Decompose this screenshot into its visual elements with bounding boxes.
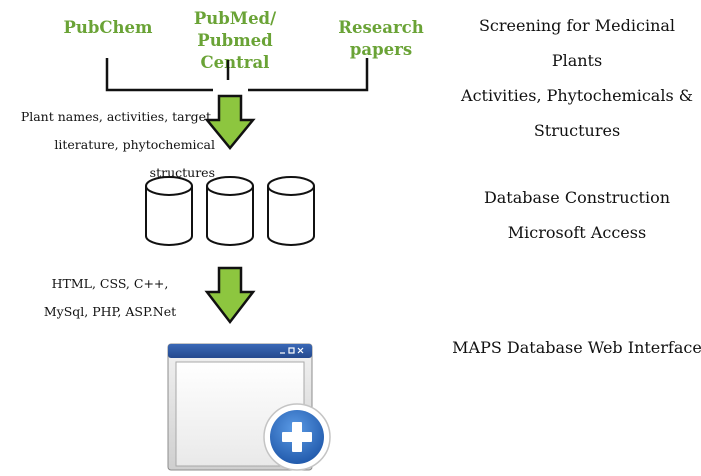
data-fields-line1: Plant names, activities, target, <box>20 109 215 124</box>
step-interface-line1: MAPS Database Web Interface <box>452 338 701 357</box>
plus-icon <box>263 403 331 471</box>
technologies-line1: HTML, CSS, C++, <box>51 276 169 291</box>
step-screening: Screening for Medicinal Plants Activitie… <box>452 8 701 148</box>
down-arrow-icon <box>204 94 256 150</box>
step-screening-line3: Structures <box>533 121 621 140</box>
source-research-papers: Research papers <box>338 18 424 59</box>
database-cylinder-icon <box>145 176 193 246</box>
source-pubchem: PubChem <box>63 18 153 37</box>
merge-bracket <box>105 58 369 92</box>
source-pubmed-line2: Pubmed Central <box>197 31 273 72</box>
step-database-line2: Microsoft Access <box>507 223 647 242</box>
step-database-line1: Database Construction <box>483 188 671 207</box>
step-screening-line2: Activities, Phytochemicals & <box>461 86 693 105</box>
database-cylinder-icon <box>267 176 315 246</box>
database-cylinder-icon <box>206 176 254 246</box>
source-pubmed-line1: PubMed/ <box>193 9 277 28</box>
source-pubmed: PubMed/ Pubmed Central <box>160 8 310 74</box>
window-controls-icon <box>280 347 304 354</box>
step-interface: MAPS Database Web Interface <box>452 330 701 365</box>
step-database: Database Construction Microsoft Access <box>452 180 701 250</box>
step-screening-line1: Screening for Medicinal Plants <box>478 16 676 70</box>
technologies-line2: MySql, PHP, ASP.Net <box>43 304 177 319</box>
down-arrow-icon <box>204 266 256 325</box>
technologies-label: HTML, CSS, C++, MySql, PHP, ASP.Net <box>30 270 190 326</box>
